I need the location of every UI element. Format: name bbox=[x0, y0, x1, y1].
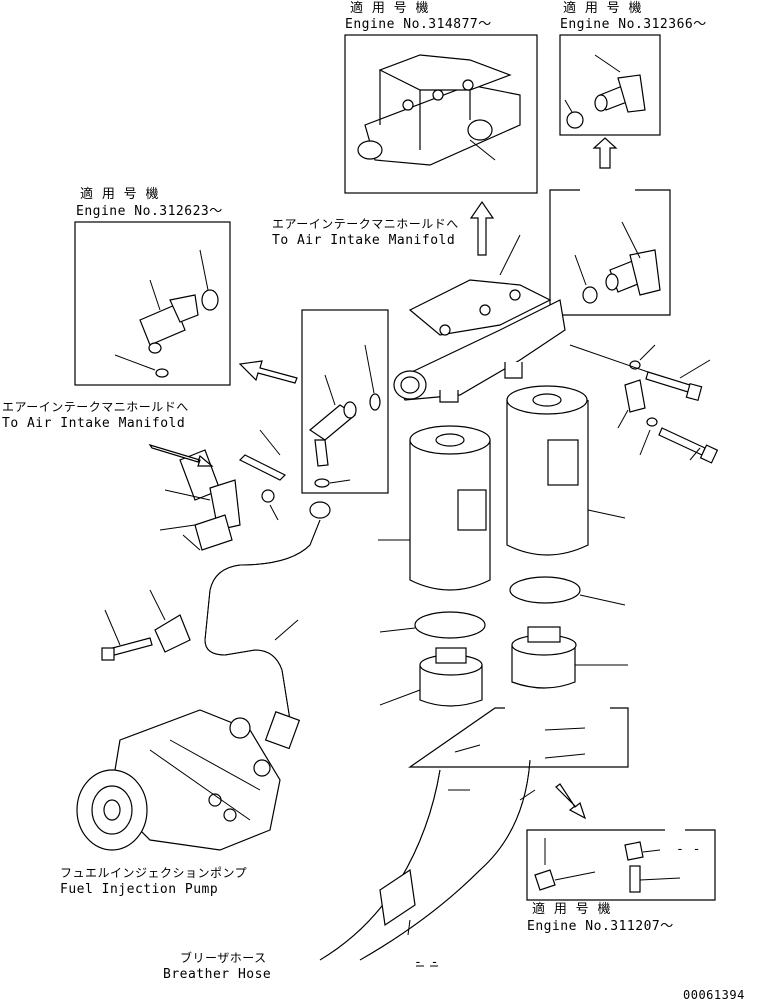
detail-box-bottom-right bbox=[526, 829, 716, 901]
fuel-filter-right bbox=[506, 385, 626, 556]
sensor-fitting bbox=[114, 249, 219, 378]
fuel-injection-pump bbox=[76, 709, 281, 851]
clips-and-bolts-left bbox=[101, 429, 287, 661]
detail-box-top-right bbox=[559, 34, 661, 136]
box-top-center-en: Engine No.314877～ bbox=[345, 17, 492, 32]
detail-box-left bbox=[74, 221, 231, 386]
fuel-pump-en: Fuel Injection Pump bbox=[60, 882, 219, 897]
detail-box-right-middle bbox=[549, 189, 671, 316]
arrow-down-right bbox=[555, 783, 587, 820]
bolts bbox=[569, 344, 719, 464]
box-top-right-jp: 適 用 号 機 bbox=[563, 1, 642, 16]
arrow-left bbox=[238, 360, 298, 384]
arrow-up-center bbox=[469, 200, 495, 256]
elbow-fitting bbox=[574, 221, 661, 304]
elbow-nipple bbox=[308, 344, 381, 488]
box-bottom-right-jp: 適 用 号 機 bbox=[532, 902, 611, 917]
sediment-bowl-left bbox=[379, 647, 483, 707]
drawing-number: 00061394 bbox=[683, 988, 745, 1002]
air-intake-upper-jp: エアーインテークマニホールドへ bbox=[272, 217, 459, 231]
sediment-bowl-right bbox=[511, 626, 628, 689]
air-intake-left-jp: エアーインテークマニホールドへ bbox=[2, 400, 189, 414]
box-bottom-right-en: Engine No.311207～ bbox=[527, 919, 674, 934]
fuel-pump-jp: フュエルインジェクションポンプ bbox=[60, 866, 248, 880]
fuel-filter-left bbox=[378, 425, 491, 591]
breather-jp: ブリーザホース bbox=[180, 951, 267, 965]
box-left-en: Engine No.312623～ bbox=[76, 204, 223, 219]
manifold-detail bbox=[357, 54, 521, 166]
arrow-up-right bbox=[592, 137, 618, 169]
elbow-fitting-detail bbox=[564, 54, 646, 129]
dash-marks-center: - - bbox=[414, 955, 439, 970]
detail-box-middle bbox=[301, 309, 389, 494]
box-top-right-en: Engine No.312366～ bbox=[560, 17, 707, 32]
filter-head bbox=[393, 234, 566, 403]
air-intake-left-en: To Air Intake Manifold bbox=[2, 416, 186, 431]
fuel-lines bbox=[204, 501, 331, 750]
o-ring-left bbox=[414, 611, 486, 639]
detail-box-top-center bbox=[344, 34, 538, 194]
o-ring-right bbox=[509, 576, 581, 604]
clamp-group-outline bbox=[408, 707, 629, 768]
breather-en: Breather Hose bbox=[163, 967, 272, 982]
breather-hoses bbox=[319, 759, 536, 961]
box-left-jp: 適 用 号 機 bbox=[80, 187, 159, 202]
air-intake-upper-en: To Air Intake Manifold bbox=[272, 233, 456, 248]
dash-marks-box: - - bbox=[676, 842, 701, 857]
box-top-center-jp: 適 用 号 機 bbox=[350, 1, 429, 16]
